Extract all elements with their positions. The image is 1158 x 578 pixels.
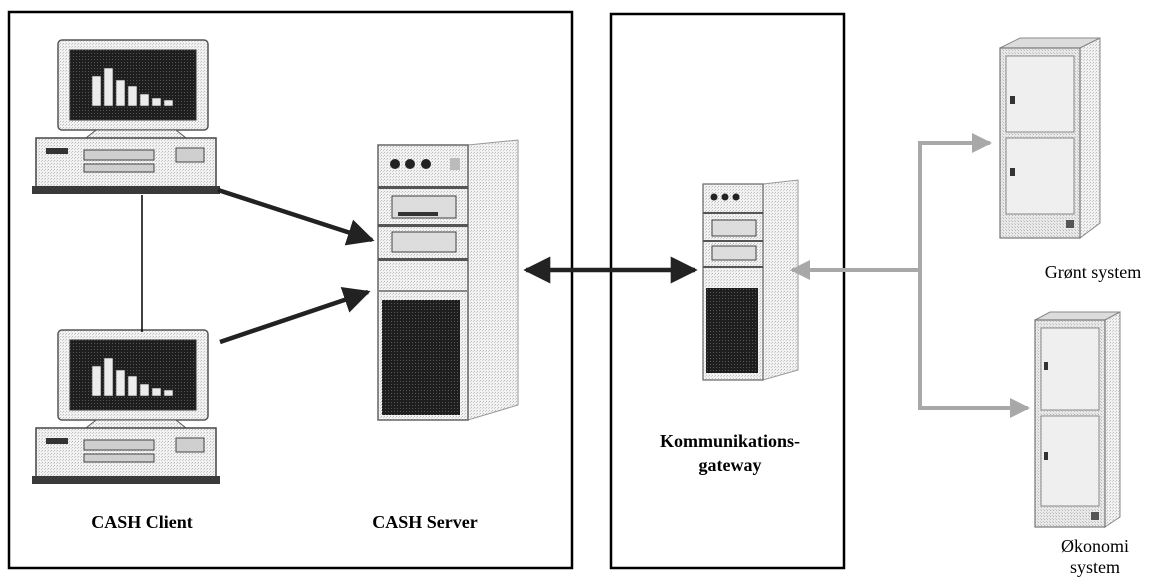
server-cabinet-icon bbox=[999, 37, 1101, 239]
client-server-frame bbox=[7, 10, 574, 570]
tower-server-icon bbox=[377, 139, 519, 421]
tower-server-icon bbox=[702, 179, 799, 381]
desktop-pc-icon bbox=[32, 39, 220, 194]
server-cabinet-icon bbox=[1034, 311, 1121, 528]
cash-client-label: CASH Client bbox=[91, 512, 193, 532]
client1-to-server-arrow bbox=[217, 187, 375, 246]
economy-system-label-line2: system bbox=[1069, 557, 1120, 577]
client2-to-server-arrow bbox=[219, 286, 371, 345]
desktop-pc-icon bbox=[32, 329, 220, 484]
economy-system-label-line1: Økonomi bbox=[1060, 536, 1129, 556]
gateway-label-line1: Kommunikations- bbox=[659, 431, 801, 451]
green-system-label: Grønt system bbox=[1044, 262, 1142, 282]
gateway-frame bbox=[609, 12, 846, 570]
gateway-label-line2: gateway bbox=[698, 455, 762, 475]
cash-server-label: CASH Server bbox=[372, 512, 478, 532]
backend-connector-arrows bbox=[790, 133, 1030, 418]
